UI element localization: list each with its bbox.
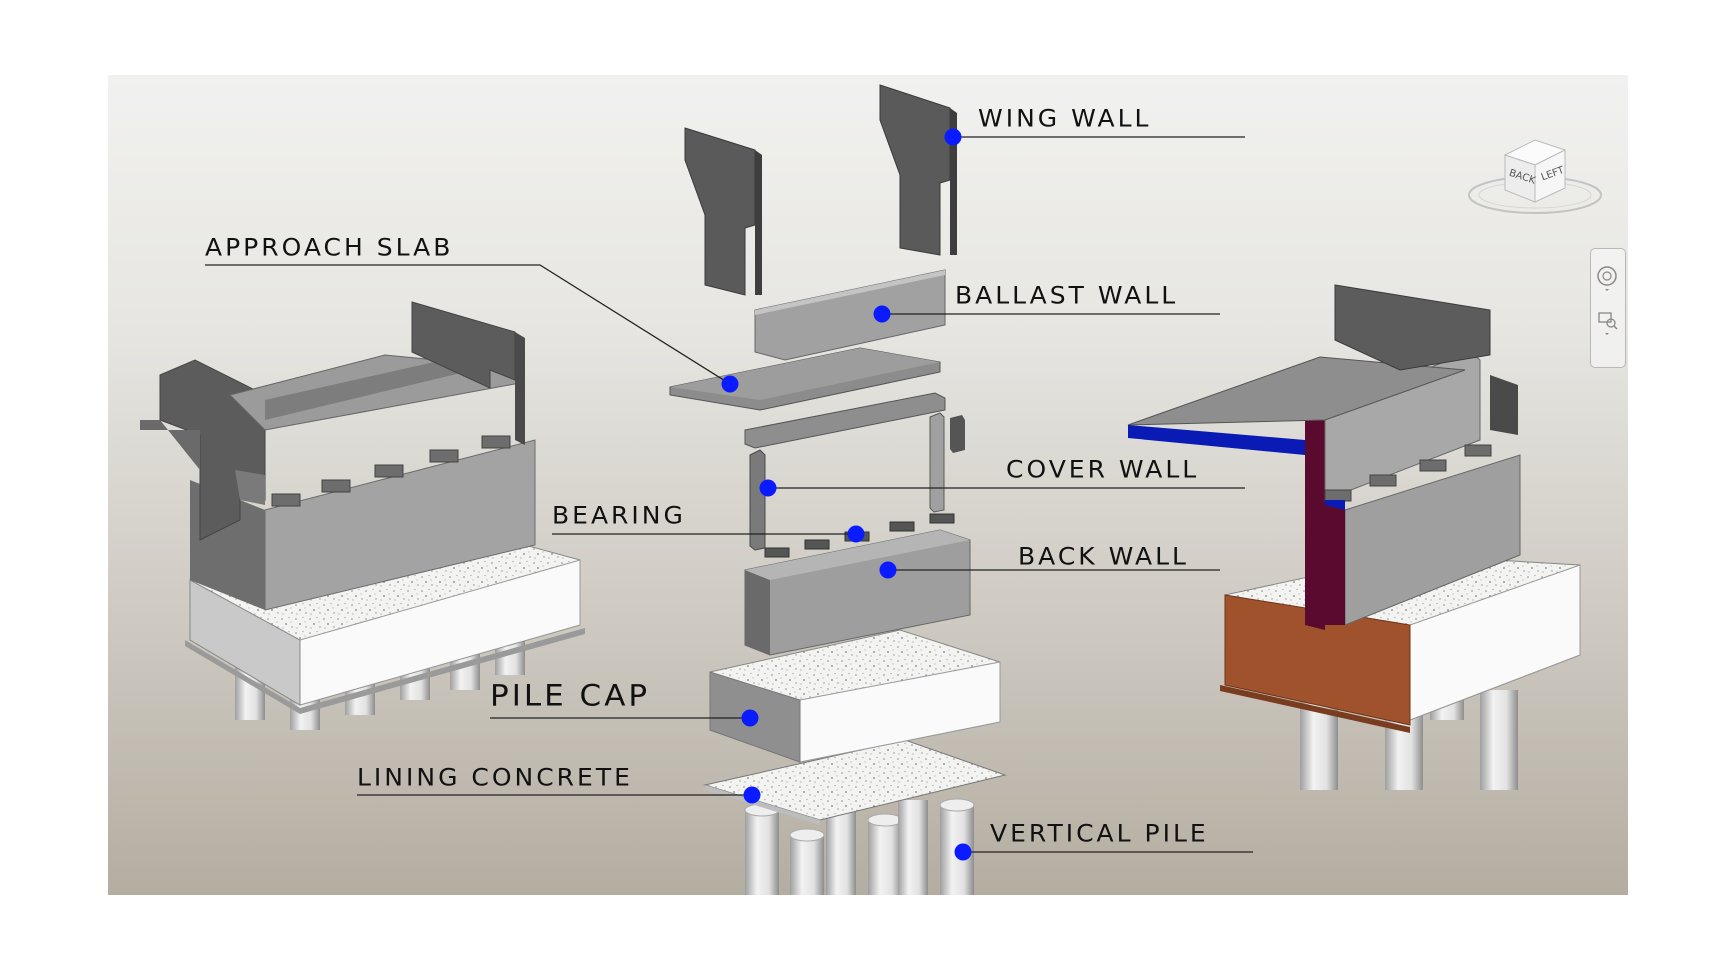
marker-bearing <box>847 525 865 543</box>
label-pile-cap: PILE CAP <box>490 678 651 714</box>
marker-approach-slab <box>721 375 739 393</box>
marker-back-wall <box>879 561 897 579</box>
label-vertical-pile: VERTICAL PILE <box>990 819 1209 848</box>
label-wing-wall: WING WALL <box>978 104 1152 133</box>
marker-pile-cap <box>741 709 759 727</box>
marker-vertical-pile <box>954 843 972 861</box>
label-lining-concrete: LINING CONCRETE <box>357 763 633 792</box>
center-piles <box>744 798 975 895</box>
right-section-assembly <box>1127 284 1581 790</box>
orbit-wheel-icon[interactable] <box>1594 263 1620 293</box>
view-cube[interactable]: BACK LEFT <box>1465 130 1605 230</box>
leader-lines <box>205 136 1253 853</box>
marker-ballast-wall <box>873 305 891 323</box>
leader-approach-slab <box>205 264 731 385</box>
navigation-bar <box>1590 248 1626 368</box>
center-exploded-parts <box>669 84 1007 895</box>
marker-lining-concrete <box>743 786 761 804</box>
label-ballast-wall: BALLAST WALL <box>955 281 1179 310</box>
label-back-wall: BACK WALL <box>1018 542 1189 571</box>
zoom-window-icon[interactable] <box>1594 307 1620 337</box>
left-abutment-assembly <box>140 301 585 730</box>
marker-wing-wall <box>944 128 962 146</box>
marker-cover-wall <box>759 479 777 497</box>
label-approach-slab: APPROACH SLAB <box>205 233 454 262</box>
label-bearing: BEARING <box>552 501 686 530</box>
label-cover-wall: COVER WALL <box>1006 455 1200 484</box>
markers <box>721 128 972 861</box>
